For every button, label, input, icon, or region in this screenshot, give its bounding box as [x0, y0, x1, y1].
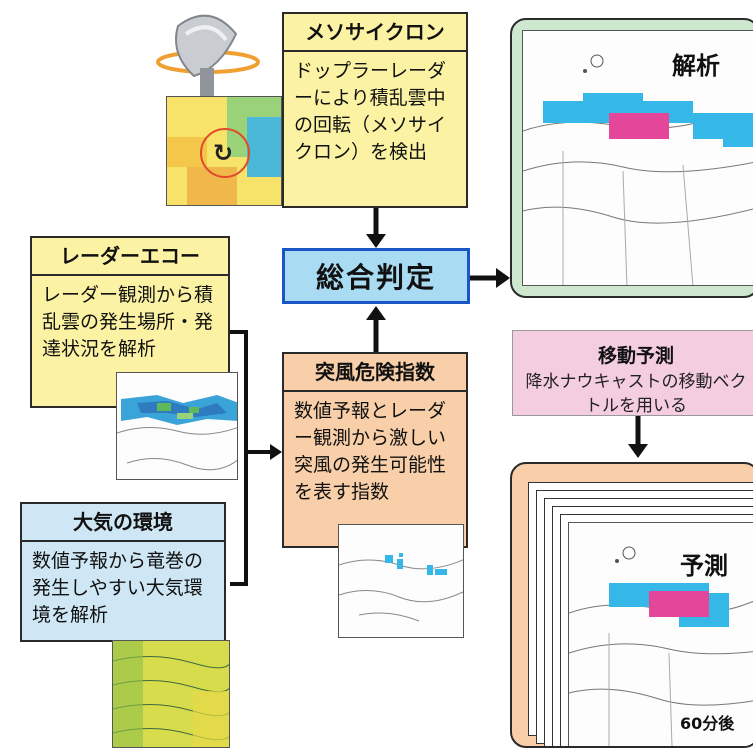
analysis-map [522, 30, 753, 286]
analysis-label: 解析 [672, 52, 720, 80]
atmosphere-map [112, 640, 230, 748]
arrow-right-judgement [470, 268, 510, 288]
gust-index-box: 突風危険指数 数値予報とレーダー観測から激しい突風の発生可能性を表す指数 [282, 352, 468, 548]
atmosphere-description: 数値予報から竜巻の発生しやすい大気環境を解析 [32, 550, 204, 626]
forecast-label: 予測 [680, 552, 728, 580]
judgement-box: 総合判定 [282, 248, 470, 304]
svg-text:↻: ↻ [213, 139, 233, 167]
radar-echo-description: レーダー観測から積乱雲の発生場所・発達状況を解析 [42, 284, 214, 360]
gust-index-map [338, 524, 464, 638]
mesocyclone-description: ドップラーレーダーにより積乱雲中の回転（メソサイクロン）を検出 [294, 60, 447, 163]
atmosphere-box: 大気の環境 数値予報から竜巻の発生しやすい大気環境を解析 [20, 502, 226, 642]
movement-title: 移動予測 [597, 345, 674, 367]
mesocyclone-title: メソサイクロン [284, 14, 466, 52]
gust-index-description: 数値予報とレーダー観測から激しい突風の発生可能性を表す指数 [294, 400, 447, 503]
judgement-label: 総合判定 [315, 261, 436, 294]
mesocyclone-radar-map: ↻ [166, 96, 282, 206]
analysis-panel: 解析 [510, 18, 753, 298]
radar-echo-map [116, 372, 238, 480]
forecast-map [568, 522, 753, 746]
movement-description: 降水ナウキャストの移動ベクトルを用いる [525, 372, 747, 416]
radar-echo-title: レーダーエコー [32, 238, 228, 276]
atmosphere-title: 大気の環境 [22, 504, 224, 542]
movement-box: 移動予測 降水ナウキャストの移動ベクトルを用いる [512, 330, 753, 416]
connector-left [230, 330, 282, 586]
forecast-panel: 予測 60分後 [510, 462, 753, 748]
radar-dish-icon [150, 6, 270, 106]
arrow-down-movement [628, 416, 648, 458]
forecast-time-label: 60分後 [680, 714, 735, 733]
mesocyclone-box: メソサイクロン ドップラーレーダーにより積乱雲中の回転（メソサイクロン）を検出 [282, 12, 468, 208]
gust-index-title: 突風危険指数 [284, 354, 466, 392]
arrow-down-mesocyclone [366, 208, 386, 248]
arrow-up-gust [366, 306, 386, 354]
